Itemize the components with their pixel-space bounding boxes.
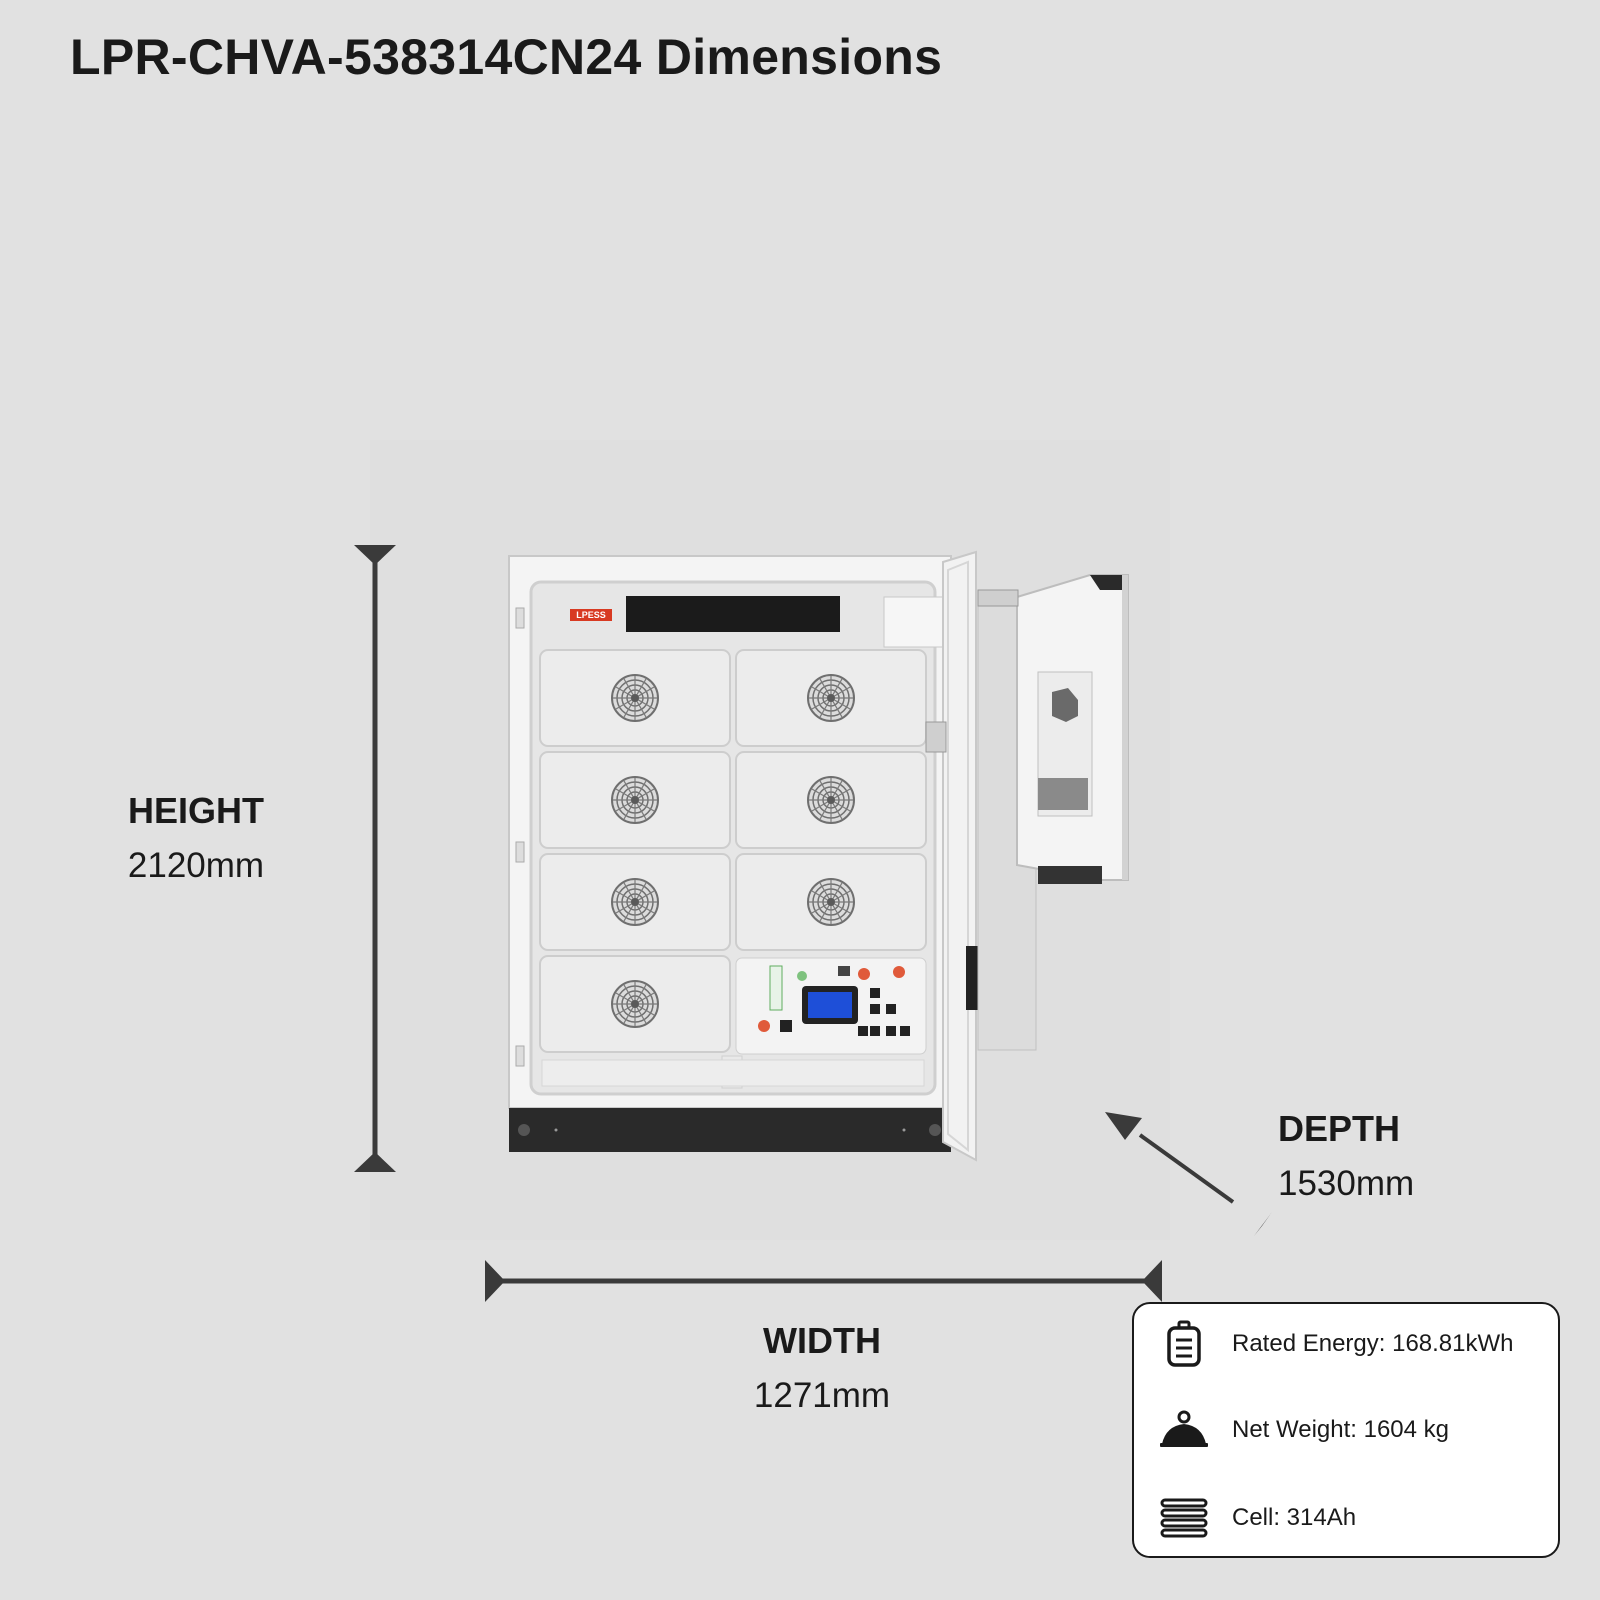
weight-scale-icon	[1156, 1402, 1212, 1458]
fan-icon	[611, 776, 659, 824]
fan-icon	[611, 878, 659, 926]
width-arrow	[485, 1260, 1162, 1302]
cell-stack-icon	[1156, 1490, 1212, 1546]
cabinet-base	[509, 1108, 951, 1152]
battery-module	[539, 751, 731, 849]
fan-icon	[807, 674, 855, 722]
width-dimension: WIDTH 1271mm	[712, 1320, 932, 1416]
brand-badge	[570, 609, 612, 621]
height-label: HEIGHT	[127, 790, 264, 831]
fan-icon	[807, 878, 855, 926]
battery-module	[735, 751, 927, 849]
page-title: LPR-CHVA-538314CN24 Dimensions	[70, 29, 943, 85]
spec-net-weight: Net Weight: 1604 kg	[1156, 1400, 1546, 1460]
battery-module	[539, 853, 731, 951]
height-value: 2120mm	[127, 846, 265, 885]
battery-icon	[1156, 1316, 1212, 1372]
depth-value: 1530mm	[1278, 1164, 1415, 1203]
brand-logo-text: LPESS	[576, 610, 606, 620]
top-vent	[626, 596, 840, 632]
height-dimension: HEIGHT 2120mm	[96, 790, 296, 886]
spec-text: Net Weight: 1604 kg	[1232, 1416, 1450, 1443]
height-arrow	[354, 545, 396, 1172]
depth-dimension: DEPTH 1530mm	[1278, 1108, 1414, 1204]
battery-module	[539, 649, 731, 747]
battery-module	[735, 649, 927, 747]
spec-cell: Cell: 314Ah	[1156, 1488, 1546, 1548]
cabinet-door	[925, 550, 982, 1162]
spec-text: Cell: 314Ah	[1232, 1504, 1357, 1531]
spec-text: Rated Energy: 168.81kWh	[1232, 1330, 1514, 1357]
battery-module	[735, 853, 927, 951]
spec-rated-energy: Rated Energy: 168.81kWh	[1156, 1314, 1546, 1374]
battery-module	[539, 955, 731, 1053]
battery-modules	[539, 649, 927, 1053]
fan-icon	[611, 980, 659, 1028]
depth-label: DEPTH	[1278, 1108, 1401, 1149]
cabinet: LPESS	[508, 555, 952, 1152]
width-label: WIDTH	[763, 1320, 881, 1361]
fan-icon	[807, 776, 855, 824]
spec-card: Rated Energy: 168.81kWh Net Weight: 1604…	[1132, 1302, 1560, 1558]
side-unit	[977, 574, 1129, 1051]
width-value: 1271mm	[753, 1376, 891, 1415]
depth-arrow	[1105, 1112, 1272, 1236]
control-module	[735, 957, 927, 1055]
fan-icon	[611, 674, 659, 722]
